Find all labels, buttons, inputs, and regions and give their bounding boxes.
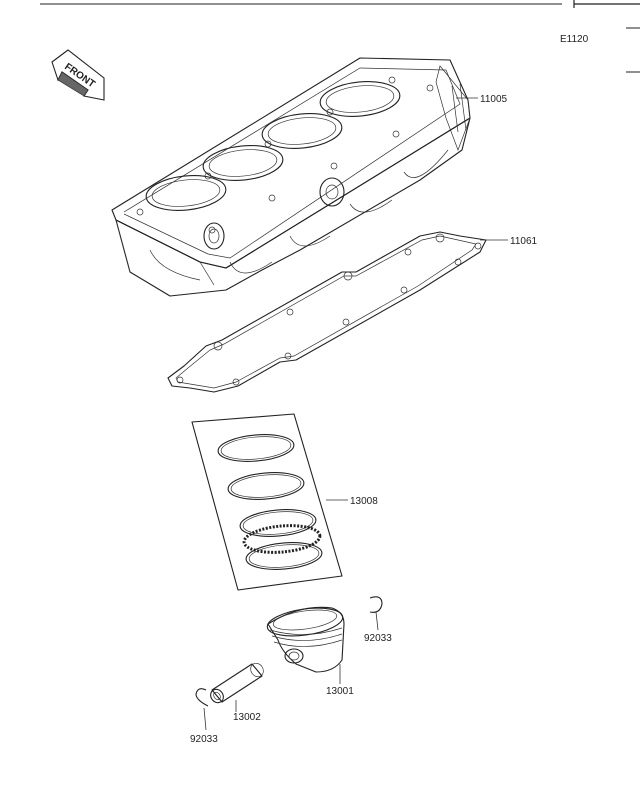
callout-circlip-left: 92033 [190,734,218,745]
oil-ring-expander [242,524,322,554]
circlip-right [369,596,383,613]
piston [266,606,345,673]
callout-piston-pin: 13002 [233,712,261,723]
oil-ring-lower-rail [245,542,323,570]
callout-gasket: 11061 [510,236,538,247]
top-ring [217,434,295,462]
oil-ring-upper-rail [239,509,317,537]
callout-ring-set: 13008 [350,496,378,507]
callout-piston: 13001 [326,686,354,697]
head-gasket [167,231,487,393]
front-arrow-icon: FRONT [51,49,105,101]
circlip-left [195,688,209,707]
page-frame [40,0,640,73]
figure-code: E1120 [560,34,589,45]
second-ring [227,472,305,500]
callout-circlip-right: 92033 [364,633,392,644]
leader-lines [203,97,508,731]
cylinder-block [111,57,471,297]
piston-pin [210,662,264,704]
callout-cylinder: 11005 [480,94,508,105]
piston-ring-set [191,413,343,591]
